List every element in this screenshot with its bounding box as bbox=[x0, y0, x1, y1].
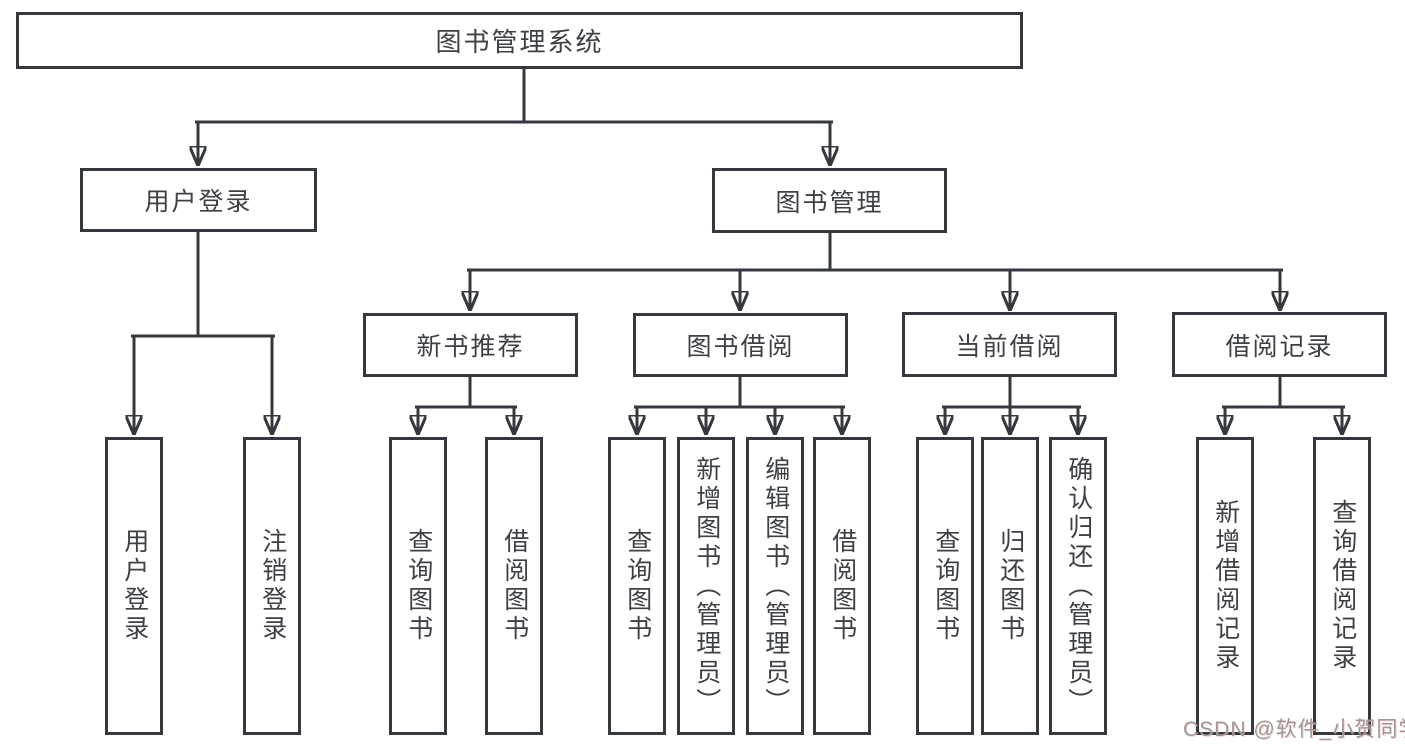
node-book-management-label: 图书管理 bbox=[775, 188, 884, 217]
leaf-recommend-borrow-book: 借阅图书 bbox=[485, 437, 543, 735]
leaf-borrowing-borrow-book: 借阅图书 bbox=[813, 437, 871, 735]
leaf-current-return-book: 归还图书 bbox=[981, 437, 1039, 735]
leaf-records-add-record-label: 新增借阅记录 bbox=[1211, 499, 1240, 673]
node-book-borrowing: 图书借阅 bbox=[633, 313, 848, 377]
leaf-records-query-record-label: 查询借阅记录 bbox=[1328, 499, 1357, 673]
leaf-borrowing-query-book-label: 查询图书 bbox=[623, 528, 652, 644]
leaf-logout: 注销登录 bbox=[243, 437, 301, 735]
leaf-borrowing-borrow-book-label: 借阅图书 bbox=[828, 528, 857, 644]
leaf-current-confirm-return-label: 确认归还（管理员） bbox=[1064, 455, 1093, 717]
node-user-login: 用户登录 bbox=[80, 168, 317, 232]
leaf-records-add-record: 新增借阅记录 bbox=[1196, 437, 1254, 735]
leaf-user-login-label: 用户登录 bbox=[120, 528, 149, 644]
leaf-user-login: 用户登录 bbox=[105, 437, 163, 735]
node-book-borrowing-label: 图书借阅 bbox=[686, 333, 795, 361]
node-borrowing-records-label: 借阅记录 bbox=[1225, 332, 1334, 361]
node-borrowing-records: 借阅记录 bbox=[1172, 312, 1387, 377]
leaf-borrowing-add-book: 新增图书（管理员） bbox=[677, 437, 735, 735]
leaf-borrowing-edit-book: 编辑图书（管理员） bbox=[746, 437, 804, 735]
leaf-records-query-record: 查询借阅记录 bbox=[1313, 437, 1371, 735]
leaf-current-return-book-label: 归还图书 bbox=[996, 528, 1025, 644]
leaf-borrowing-query-book: 查询图书 bbox=[608, 437, 666, 735]
leaf-recommend-query-book-label: 查询图书 bbox=[404, 528, 433, 644]
node-library-system-label: 图书管理系统 bbox=[435, 27, 604, 57]
node-user-login-label: 用户登录 bbox=[144, 188, 253, 216]
leaf-current-query-book-label: 查询图书 bbox=[931, 528, 960, 644]
node-current-borrowing-label: 当前借阅 bbox=[955, 332, 1064, 361]
leaf-current-query-book: 查询图书 bbox=[916, 437, 974, 735]
leaf-borrowing-add-book-label: 新增图书（管理员） bbox=[692, 455, 721, 717]
leaf-recommend-query-book: 查询图书 bbox=[389, 437, 447, 735]
watermark-text: CSDN @软件_小贺同学 bbox=[1183, 718, 1405, 741]
node-library-system: 图书管理系统 bbox=[16, 12, 1023, 69]
node-current-borrowing: 当前借阅 bbox=[902, 312, 1117, 377]
leaf-recommend-borrow-book-label: 借阅图书 bbox=[500, 528, 529, 644]
leaf-current-confirm-return: 确认归还（管理员） bbox=[1049, 437, 1107, 735]
node-new-book-recommend: 新书推荐 bbox=[363, 313, 578, 377]
leaf-logout-label: 注销登录 bbox=[258, 528, 287, 644]
leaf-borrowing-edit-book-label: 编辑图书（管理员） bbox=[761, 455, 790, 717]
node-book-management: 图书管理 bbox=[712, 168, 947, 233]
node-new-book-recommend-label: 新书推荐 bbox=[416, 333, 525, 361]
